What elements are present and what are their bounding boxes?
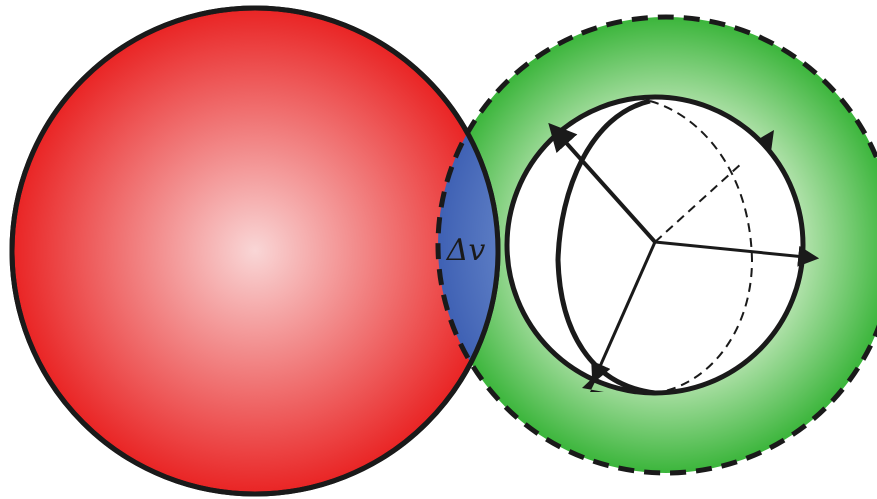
vector-up-left [548, 122, 657, 244]
overlap-label: Δv [446, 233, 486, 268]
great-circle-back [649, 100, 754, 394]
vector-back-dashed [654, 162, 743, 243]
red-sphere-outline [9, 5, 501, 497]
vector-down-left [591, 241, 657, 384]
circulation-arrow-top-right [757, 130, 774, 152]
overlap-dashed-edge [435, 14, 498, 476]
vector-right [654, 240, 820, 267]
